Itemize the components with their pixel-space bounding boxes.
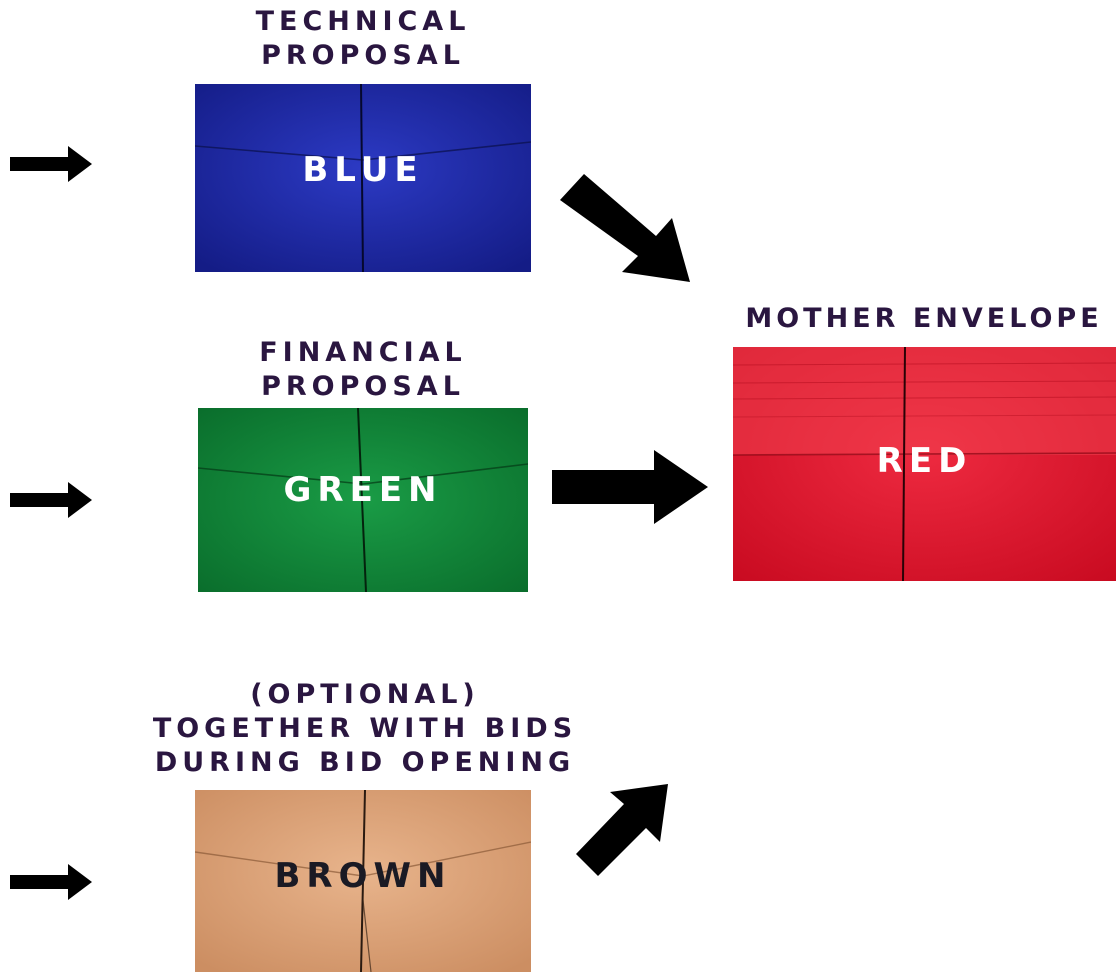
- right-arrow-icon: [10, 482, 92, 518]
- up-right-arrow-icon: [576, 784, 668, 876]
- down-right-arrow-icon: [560, 174, 690, 282]
- red-envelope-label: RED: [876, 441, 973, 481]
- technical-proposal-heading-line-2: PROPOSAL: [261, 40, 465, 71]
- blue-envelope-label: BLUE: [302, 150, 424, 190]
- green-envelope-art: [198, 408, 528, 592]
- optional-heading-line-3: DURING BID OPENING: [154, 747, 576, 778]
- financial-proposal-heading-line-1: FINANCIAL: [259, 337, 467, 368]
- brown-envelope-label: BROWN: [274, 856, 452, 896]
- green-envelope: GREEN: [198, 408, 528, 592]
- mother-envelope-heading: MOTHER ENVELOPE: [745, 303, 1103, 334]
- right-arrow-icon: [10, 864, 92, 900]
- blue-envelope: BLUE: [195, 84, 531, 272]
- financial-proposal-heading-line-2: PROPOSAL: [261, 371, 465, 402]
- green-envelope-label: GREEN: [283, 470, 443, 510]
- red-envelope-art: [733, 347, 1116, 581]
- right-arrow-icon: [552, 450, 708, 524]
- right-arrow-icon: [10, 146, 92, 182]
- optional-heading-line-1: (OPTIONAL): [250, 679, 480, 710]
- red-envelope: RED: [733, 347, 1116, 581]
- brown-envelope: BROWN: [195, 790, 531, 972]
- optional-heading: (OPTIONAL) TOGETHER WITH BIDS DURING BID…: [150, 678, 580, 780]
- blue-envelope-art: [195, 84, 531, 272]
- optional-heading-line-2: TOGETHER WITH BIDS: [152, 713, 578, 744]
- financial-proposal-heading: FINANCIAL PROPOSAL: [198, 336, 528, 404]
- technical-proposal-heading-line-1: TECHNICAL: [255, 6, 471, 37]
- brown-envelope-art: [195, 790, 531, 972]
- technical-proposal-heading: TECHNICAL PROPOSAL: [195, 5, 531, 73]
